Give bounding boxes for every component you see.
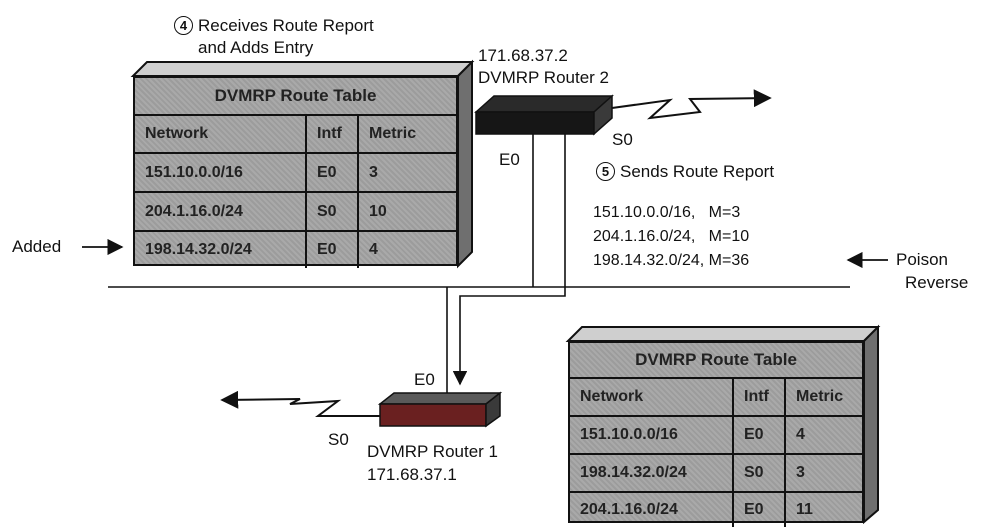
- table-header-row: Network Intf Metric: [135, 116, 456, 154]
- row-metric: 3: [369, 164, 378, 181]
- router1-e0-label: E0: [414, 370, 435, 389]
- header-intf: Intf: [307, 116, 359, 152]
- router1-serial-link: [220, 390, 380, 417]
- router1-s0-label: S0: [328, 430, 349, 449]
- row-intf: E0: [307, 154, 359, 191]
- row-intf: E0: [734, 417, 786, 453]
- router1-side: [485, 391, 501, 428]
- poison-label-line1: Poison: [896, 250, 948, 269]
- route-table-title: DVMRP Route Table: [135, 78, 456, 116]
- route-table-router2: DVMRP Route Table Network Intf Metric 15…: [133, 76, 458, 268]
- table-row: 204.1.16.0/24 S0 10: [135, 193, 456, 232]
- report-path-down: [452, 287, 566, 386]
- step5-text: Sends Route Report: [620, 162, 775, 181]
- report-line: 151.10.0.0/16, M=3: [593, 204, 741, 221]
- router2-front: [475, 111, 595, 135]
- table-row: 204.1.16.0/24 E0 11: [570, 493, 862, 527]
- row-intf: E0: [307, 232, 359, 268]
- header-metric: Metric: [796, 388, 844, 405]
- table-bottom-depth-side: [863, 324, 879, 524]
- router1-top: [377, 392, 503, 405]
- row-network: 204.1.16.0/24: [570, 493, 734, 527]
- table-row: 151.10.0.0/16 E0 3: [135, 154, 456, 193]
- row-network: 198.14.32.0/24: [570, 455, 734, 491]
- row-metric: 11: [796, 501, 813, 518]
- row-network: 204.1.16.0/24: [135, 193, 307, 230]
- router2-top: [474, 95, 614, 113]
- poison-label-line2: Reverse: [905, 273, 969, 292]
- row-metric: 3: [796, 464, 805, 481]
- router1-name: DVMRP Router 1: [367, 442, 499, 461]
- router2-side: [593, 94, 613, 136]
- step4-line1: Receives Route Report: [198, 16, 374, 35]
- router2-serial-link: [611, 89, 772, 120]
- header-metric: Metric: [369, 125, 417, 142]
- route-table-router1: DVMRP Route Table Network Intf Metric 15…: [568, 341, 864, 527]
- step4-number: 4: [174, 16, 193, 35]
- router2-name: DVMRP Router 2: [478, 68, 610, 87]
- header-intf: Intf: [734, 379, 786, 415]
- report-line: 198.14.32.0/24, M=36: [593, 252, 750, 269]
- router1-ip: 171.68.37.1: [367, 465, 457, 484]
- row-intf: E0: [734, 493, 786, 527]
- step5-caption: 5 Sends Route Report: [596, 162, 774, 182]
- row-metric: 4: [796, 426, 805, 443]
- table-header-row: Network Intf Metric: [570, 379, 862, 417]
- step5-number: 5: [596, 162, 615, 181]
- row-metric: 10: [369, 203, 387, 220]
- added-label: Added: [12, 237, 62, 256]
- step4-caption: 4 Receives Route Report: [174, 16, 374, 36]
- row-network: 198.14.32.0/24: [135, 232, 307, 268]
- header-network: Network: [570, 379, 734, 415]
- row-intf: S0: [307, 193, 359, 230]
- table-bottom-depth-top: [565, 326, 881, 342]
- table-row: 198.14.32.0/24 E0 4: [135, 232, 456, 268]
- header-network: Network: [135, 116, 307, 152]
- table-row: 151.10.0.0/16 E0 4: [570, 417, 862, 455]
- table-top-depth-top: [130, 61, 475, 77]
- router1-front: [379, 403, 487, 427]
- report-line: 204.1.16.0/24, M=10: [593, 228, 750, 245]
- router2-s0-label: S0: [612, 130, 633, 149]
- route-table-title: DVMRP Route Table: [570, 343, 862, 379]
- step4-line2: and Adds Entry: [198, 38, 314, 57]
- row-network: 151.10.0.0/16: [135, 154, 307, 191]
- row-network: 151.10.0.0/16: [570, 417, 734, 453]
- router2-ip: 171.68.37.2: [478, 46, 568, 65]
- router2-e0-label: E0: [499, 150, 520, 169]
- row-intf: S0: [734, 455, 786, 491]
- row-metric: 4: [369, 241, 378, 258]
- table-row: 198.14.32.0/24 S0 3: [570, 455, 862, 493]
- table-top-depth-side: [457, 59, 473, 269]
